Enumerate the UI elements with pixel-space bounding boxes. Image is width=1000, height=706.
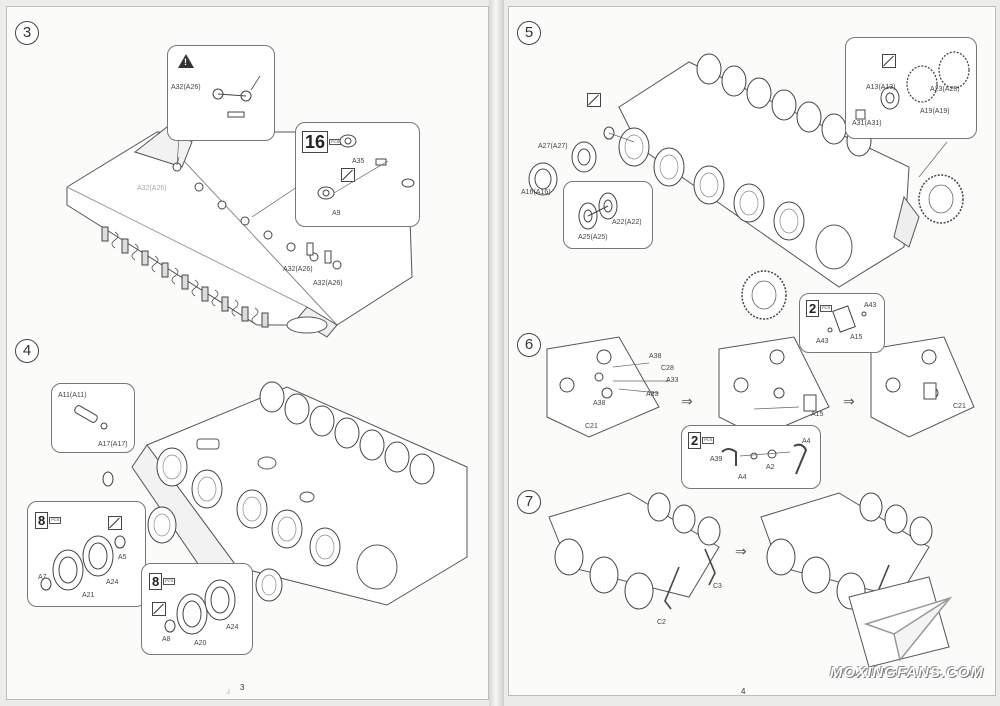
label-a20: A20 bbox=[194, 640, 207, 647]
right-page: 5 bbox=[508, 6, 996, 696]
warning-icon bbox=[178, 54, 194, 68]
label-a19: A19(A19) bbox=[920, 108, 950, 115]
step-3-a9-detail bbox=[317, 134, 415, 200]
label-a32-a26-top: A32(A26) bbox=[171, 84, 201, 91]
label-a11: A11(A11) bbox=[58, 392, 87, 399]
step-6-number: 6 bbox=[517, 333, 541, 357]
label-a24-left: A24 bbox=[106, 579, 119, 586]
step-6-a43-callout: 2 PCS A43 A43 A15 bbox=[799, 293, 885, 353]
label-a5: A5 bbox=[118, 554, 127, 561]
label-a7: A7 bbox=[38, 574, 47, 581]
label-a4-bottom: A4 bbox=[738, 474, 747, 481]
step-4-a21-callout: 8 PCS A5 A7 A21 A24 bbox=[27, 501, 146, 607]
label-a13: A13(A13) bbox=[866, 84, 896, 91]
no-glue-icon bbox=[341, 168, 355, 182]
label-a9: A9 bbox=[332, 210, 341, 217]
step-3-arm-detail bbox=[212, 75, 261, 118]
label-a15-main: A15 bbox=[811, 411, 824, 418]
step-5-sprocket-callout: A13(A13) A23(A23) A31(A31) A19(A19) bbox=[845, 37, 977, 139]
label-a25: A25(A25) bbox=[578, 234, 608, 241]
step-4-a20-detail bbox=[164, 579, 236, 635]
step-5-number: 5 bbox=[517, 21, 541, 45]
label-a33-b: A33 bbox=[646, 391, 659, 398]
label-c2: C2 bbox=[657, 619, 666, 626]
label-c21-left: C21 bbox=[585, 423, 598, 430]
step-5-a25-callout: A22(A22) A25(A25) bbox=[563, 181, 653, 249]
pcs-badge-2-a4: 2 PCS bbox=[688, 432, 715, 449]
page-number-right: 4 bbox=[741, 687, 746, 696]
step-4-number: 4 bbox=[15, 339, 39, 363]
step-7-arrow: ⇒ bbox=[735, 543, 747, 559]
step-3-arm-callout: A32(A26) bbox=[167, 45, 275, 141]
label-a32-a26-low2: A32(A26) bbox=[313, 280, 343, 287]
page-number-left: 3 bbox=[240, 683, 245, 692]
label-a38-top: A38 bbox=[649, 353, 662, 360]
step-5-hull-drawing bbox=[528, 53, 964, 320]
step-6-arrow-1: ⇒ bbox=[681, 393, 693, 409]
label-a22: A22(A22) bbox=[612, 219, 642, 226]
step-5-a25-detail bbox=[578, 192, 618, 230]
step-4-a20-callout: 8 PCS A8 A20 A24 bbox=[141, 563, 253, 655]
no-glue-icon bbox=[882, 54, 896, 68]
step-7-drawing bbox=[548, 492, 950, 668]
label-c28: C28 bbox=[661, 365, 674, 372]
step-6-arrow-2: ⇒ bbox=[843, 393, 855, 409]
watermark-plane-logo bbox=[863, 596, 953, 662]
pcs-badge-16: 16 PCS bbox=[302, 131, 342, 153]
step-4-a21-detail bbox=[40, 535, 126, 591]
label-a43-top: A43 bbox=[864, 302, 877, 309]
label-a2: A2 bbox=[766, 464, 775, 471]
label-a16: A16(A16) bbox=[521, 189, 551, 196]
step-4-a11-callout: A11(A11) A17(A17) bbox=[51, 383, 135, 453]
pcs-badge-2-a43: 2 PCS bbox=[806, 300, 833, 317]
label-a32-a26-low1: A32(A26) bbox=[283, 266, 313, 273]
label-a35: A35 bbox=[352, 158, 365, 165]
margin-mark: Ji bbox=[226, 690, 231, 696]
label-c3: C3 bbox=[713, 583, 722, 590]
no-glue-icon bbox=[587, 93, 601, 107]
pcs-badge-8-right: 8 PCS bbox=[149, 573, 176, 590]
step-3-a9-callout: 16 PCS A35 A9 bbox=[295, 122, 420, 227]
no-glue-icon bbox=[108, 516, 122, 530]
watermark-text: MOXINGFANS.COM bbox=[830, 664, 985, 681]
label-a31: A31(A31) bbox=[852, 120, 882, 127]
label-a27: A27(A27) bbox=[538, 143, 568, 150]
label-a8: A8 bbox=[162, 636, 171, 643]
step-4-hull-drawing bbox=[102, 381, 468, 606]
label-a39: A39 bbox=[710, 456, 723, 463]
step-6-a43-detail bbox=[827, 305, 867, 333]
step-7-number: 7 bbox=[517, 490, 541, 514]
label-c21-right: C21 bbox=[953, 403, 966, 410]
label-a33-a: A33 bbox=[666, 377, 679, 384]
left-page: 3 bbox=[6, 6, 489, 700]
label-a32-a26-hull: A32(A26) bbox=[137, 185, 167, 192]
label-a38-bottom: A38 bbox=[593, 400, 606, 407]
page-fold bbox=[489, 0, 504, 706]
label-a24-right: A24 bbox=[226, 624, 239, 631]
label-a43-bottom: A43 bbox=[816, 338, 829, 345]
label-a4-top: A4 bbox=[802, 438, 811, 445]
step-5-sprocket-detail bbox=[855, 51, 970, 120]
label-a23: A23(A23) bbox=[930, 86, 960, 93]
step-6-a4-callout: 2 PCS A4 A39 A2 A4 bbox=[681, 425, 821, 489]
step-6-a4-detail bbox=[721, 443, 808, 475]
pcs-badge-8-left: 8 PCS bbox=[35, 512, 62, 529]
label-a17: A17(A17) bbox=[98, 441, 128, 448]
step-6-drawing bbox=[546, 336, 975, 438]
step-3-number: 3 bbox=[15, 21, 39, 45]
step-4-a11-detail bbox=[74, 405, 108, 430]
no-glue-icon bbox=[152, 602, 166, 616]
label-a15-callout: A15 bbox=[850, 334, 863, 341]
label-a21: A21 bbox=[82, 592, 95, 599]
